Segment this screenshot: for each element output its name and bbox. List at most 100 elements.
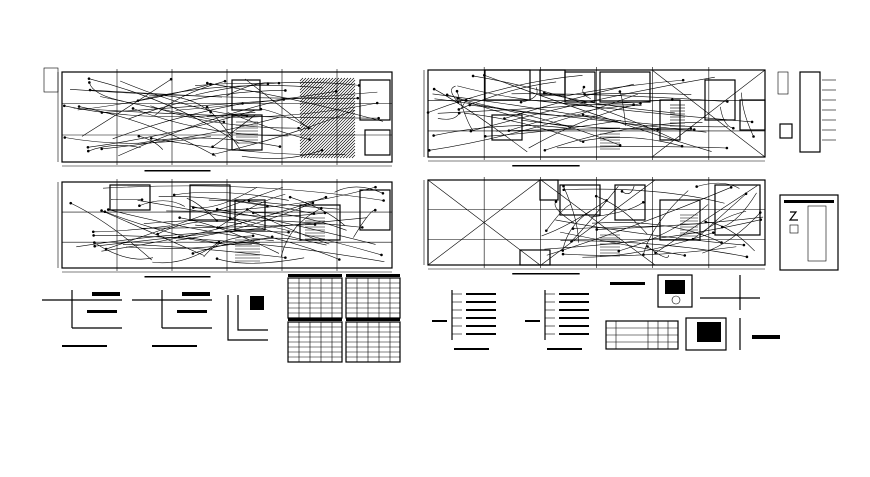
- fixture-symbol: [725, 146, 729, 150]
- fixture-symbol: [695, 185, 698, 188]
- hatch-line: [299, 77, 331, 109]
- circuit-wire: [227, 112, 310, 140]
- circuit-wire: [504, 83, 634, 119]
- circuit-wire: [692, 210, 747, 240]
- circuit-wire: [253, 212, 347, 231]
- fixture-symbol: [137, 134, 141, 138]
- hatch-line: [299, 77, 322, 100]
- hatch-line: [318, 121, 356, 159]
- fixture-symbol: [617, 249, 621, 253]
- circuit-wire: [93, 235, 385, 263]
- fixture-symbol: [140, 198, 144, 201]
- room-wall: [559, 184, 601, 216]
- fixture-symbol: [313, 223, 317, 226]
- fixture-symbol: [562, 184, 565, 188]
- hatch-line: [299, 82, 356, 139]
- fixture-symbol: [209, 110, 213, 114]
- circuit-wire: [560, 231, 685, 256]
- fixture-symbol: [689, 127, 693, 130]
- fixture-symbol: [681, 78, 685, 82]
- hatch-line: [299, 77, 346, 124]
- circuit-wire: [334, 186, 384, 194]
- legend-symbol: [789, 224, 799, 234]
- circuit-wire: [244, 78, 309, 129]
- circuit-wire: [571, 186, 619, 242]
- diagonal-line: [651, 69, 766, 158]
- room-wall: [484, 69, 531, 101]
- circuit-wire: [572, 225, 661, 229]
- circuit-wire: [175, 202, 314, 241]
- table-title-bar: [346, 274, 400, 277]
- hatch-line: [299, 77, 343, 121]
- hatch-line: [299, 94, 356, 151]
- hatch-line: [299, 100, 356, 157]
- detail-frame: [657, 274, 693, 308]
- circuit-wire: [70, 202, 152, 261]
- circuit-wire: [143, 219, 363, 228]
- room-wall: [299, 204, 341, 241]
- circuit-wire: [584, 93, 692, 95]
- hatch-line: [299, 77, 352, 130]
- fixture-symbol: [646, 245, 649, 248]
- single-line-diagram-1: [42, 290, 122, 347]
- circuit-wire: [555, 219, 744, 246]
- fixture-symbol: [63, 104, 66, 108]
- hatch-line: [299, 77, 340, 118]
- circuit-label: [559, 293, 589, 295]
- room-wall: [539, 179, 559, 201]
- fixture-symbol: [138, 204, 141, 208]
- circuit-wire: [562, 211, 591, 251]
- legend-entries: [807, 205, 827, 262]
- circuit-wire: [208, 199, 268, 207]
- circuit-wire: [93, 225, 171, 233]
- room-wall: [739, 99, 766, 131]
- legend-title-bar: [784, 200, 834, 203]
- hatch-line: [299, 91, 356, 148]
- fixture-symbol: [483, 73, 486, 77]
- circuit-wire: [132, 108, 289, 137]
- fixture-symbol: [278, 145, 282, 148]
- hatch-line: [327, 130, 356, 159]
- circuit-wire: [579, 137, 683, 147]
- hatch-line: [299, 97, 356, 154]
- hatch-line: [309, 112, 356, 159]
- wall-section: [227, 295, 268, 341]
- fixture-symbol: [507, 129, 511, 132]
- room-wall: [364, 129, 391, 156]
- circuit-wire: [217, 193, 286, 228]
- circuit-wire: [643, 190, 689, 255]
- hatch-line: [303, 106, 356, 159]
- fixture-symbol: [381, 192, 385, 195]
- fixture-symbol: [172, 193, 176, 197]
- fixture-symbol: [357, 84, 361, 87]
- fixture-symbol: [445, 93, 449, 97]
- load-table-3: [287, 318, 343, 363]
- fixture-symbol: [618, 90, 622, 93]
- circuit-wire: [528, 103, 641, 149]
- circuit-wire: [212, 114, 257, 148]
- single-line-diagram-2: [132, 290, 212, 347]
- caption-bar: [547, 348, 582, 350]
- circuit-wire: [720, 106, 734, 129]
- detail-fill: [697, 322, 721, 342]
- circuit-wire: [582, 232, 714, 258]
- circuit-wire: [554, 201, 575, 224]
- circuit-wire: [521, 119, 695, 130]
- circuit-wire: [217, 208, 376, 245]
- circuit-wire: [101, 91, 378, 113]
- hatch-line: [299, 77, 328, 106]
- fixture-symbol: [595, 228, 599, 231]
- circuit-wire: [618, 204, 709, 252]
- circuit-wire: [206, 106, 241, 150]
- circuit-wire: [108, 209, 274, 242]
- fixture-symbol: [222, 120, 226, 124]
- circuit-wire: [464, 112, 584, 142]
- fixture-symbol: [426, 111, 430, 114]
- hatch-line: [315, 118, 356, 159]
- fixture-symbol: [87, 77, 91, 80]
- fixture-symbol: [205, 81, 209, 85]
- load-table-2: [345, 274, 401, 319]
- fixture-symbol: [149, 137, 153, 140]
- hatch-line: [299, 79, 356, 136]
- fixture-symbol: [284, 89, 287, 92]
